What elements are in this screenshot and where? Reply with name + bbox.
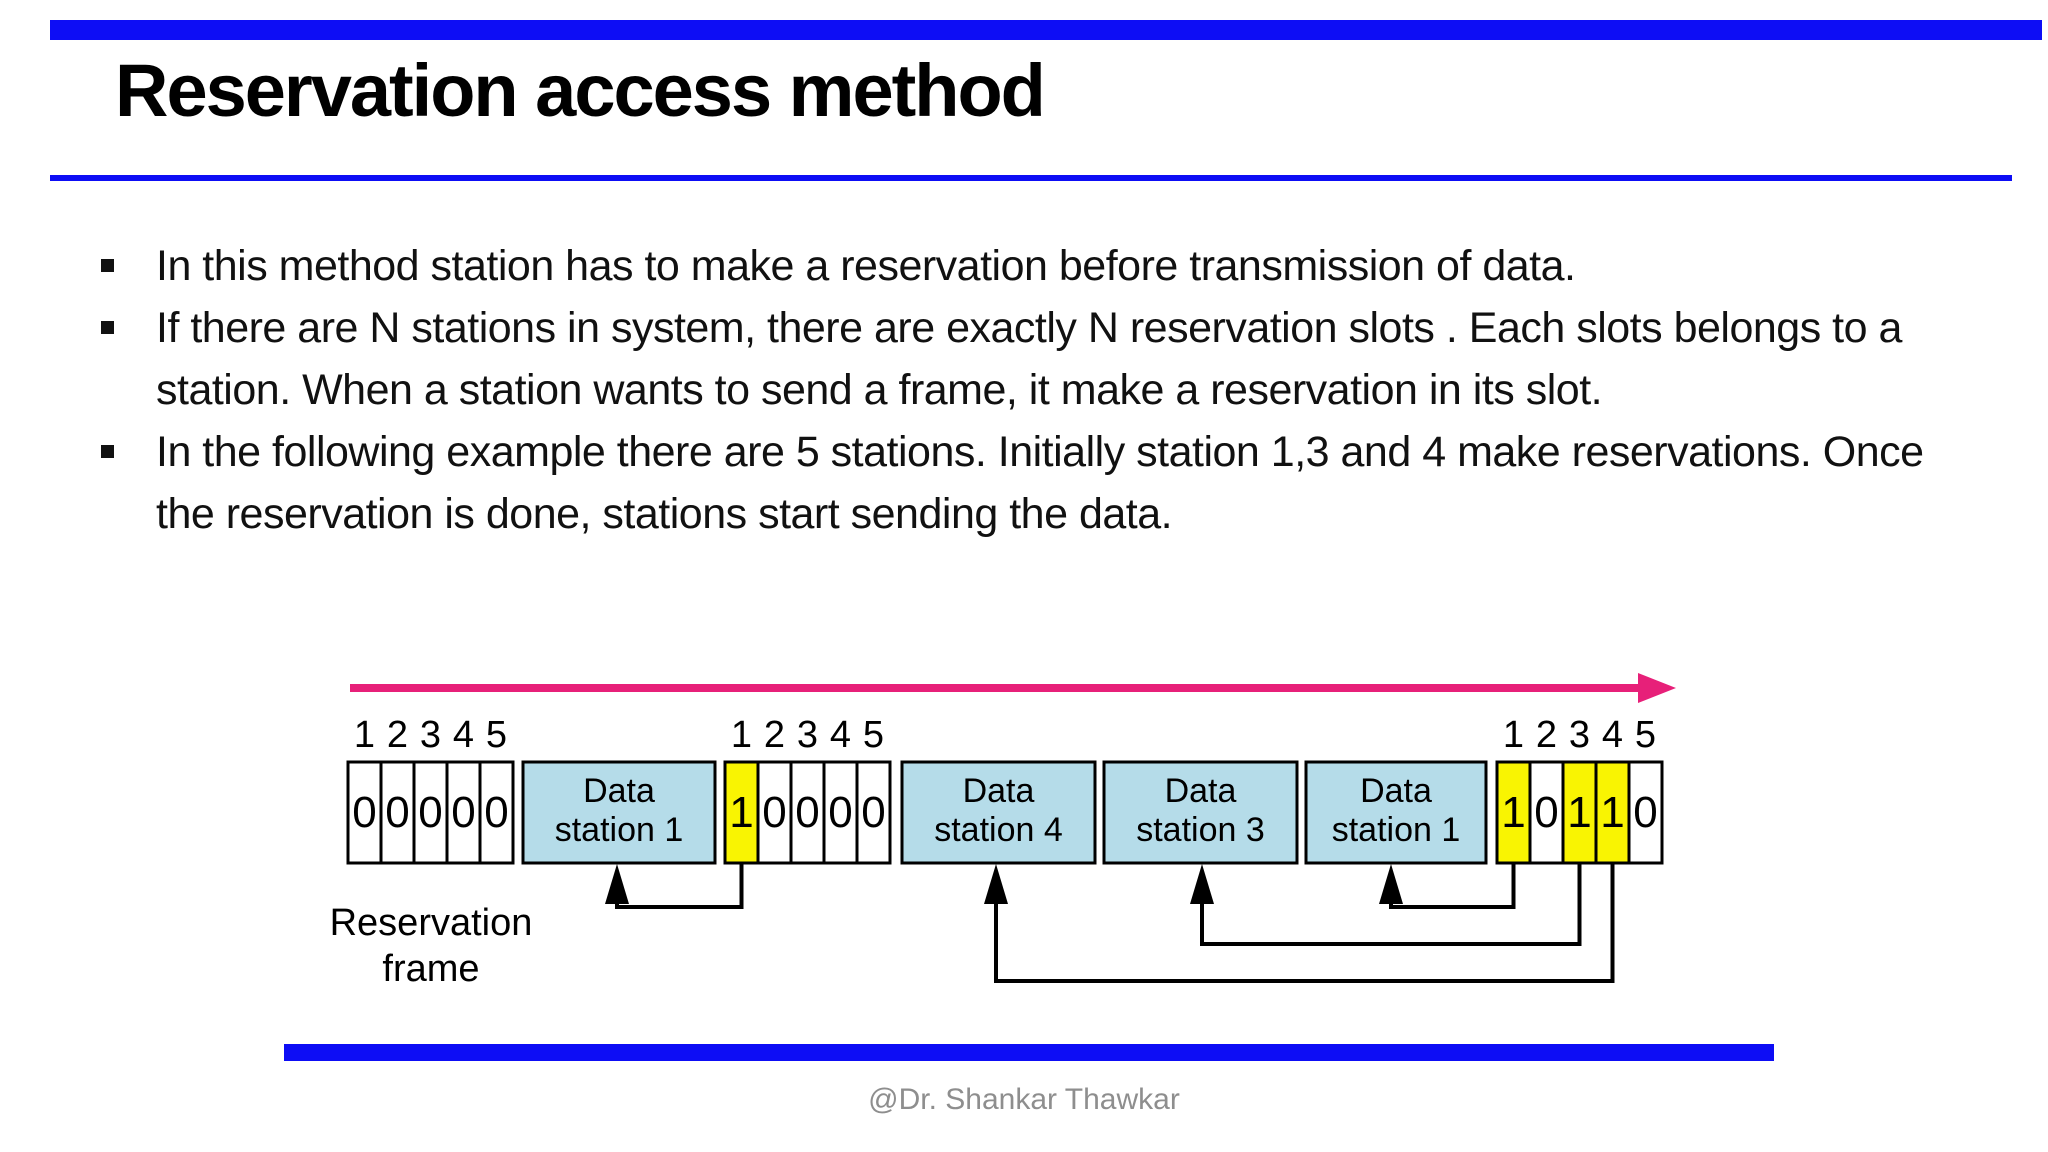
- slot-number-label: 1: [731, 714, 752, 756]
- slot-value: 0: [828, 788, 852, 837]
- bottom-accent-bar: [284, 1044, 1774, 1061]
- slot-number-label: 5: [863, 714, 884, 756]
- slot-number-label: 5: [1635, 714, 1656, 756]
- bullet-square-icon: [101, 445, 114, 458]
- bullet-list: In this method station has to make a res…: [99, 235, 1971, 545]
- data-station-label: station 1: [555, 811, 684, 849]
- slot-number-label: 4: [453, 714, 474, 756]
- bullet-item: In the following example there are 5 sta…: [99, 421, 1971, 545]
- slot-value: 0: [1633, 788, 1657, 837]
- connector-arrowhead-icon: [1379, 864, 1403, 904]
- reservation-slot-cell: [855, 760, 892, 865]
- slot-value: 0: [352, 788, 376, 837]
- slot-value: 1: [729, 788, 753, 837]
- slot-value: 0: [418, 788, 442, 837]
- slot-value: 0: [795, 788, 819, 837]
- bullet-item: If there are N stations in system, there…: [99, 297, 1971, 421]
- slot-number-label: 1: [1503, 714, 1524, 756]
- data-station-label: Data: [963, 772, 1035, 810]
- connector-line: [994, 863, 1615, 983]
- data-station-label: station 4: [934, 811, 1063, 849]
- connector-arrowhead-icon: [984, 864, 1008, 904]
- reservation-slot-cell: [1627, 760, 1664, 865]
- slot-number-label: 4: [830, 714, 851, 756]
- bullet-square-icon: [101, 321, 114, 334]
- slot-value: 1: [1600, 788, 1624, 837]
- slot-number-label: 3: [1569, 714, 1590, 756]
- connector-line: [615, 863, 744, 909]
- footer-credit: @Dr. Shankar Thawkar: [868, 1083, 1180, 1116]
- reservation-slot-cell: [1495, 760, 1532, 865]
- title-underline: [50, 175, 2012, 181]
- slot-number-label: 3: [420, 714, 441, 756]
- data-station-box: [1102, 760, 1299, 865]
- reservation-slot-cell: [1594, 760, 1631, 865]
- slot-value: 0: [1534, 788, 1558, 837]
- reservation-slot-cell: [412, 760, 449, 865]
- data-station-label: Data: [1360, 772, 1432, 810]
- slot-value: 1: [1567, 788, 1591, 837]
- slot-value: 0: [385, 788, 409, 837]
- slot-number-label: 5: [486, 714, 507, 756]
- connector-line: [1200, 863, 1582, 946]
- connector-arrowhead-icon: [1190, 864, 1214, 904]
- data-station-box: [900, 760, 1097, 865]
- page-title: Reservation access method: [115, 49, 1046, 132]
- slot-number-label: 2: [387, 714, 408, 756]
- bullet-text: In the following example there are 5 sta…: [156, 428, 1924, 538]
- reservation-frame-caption: frame: [382, 948, 479, 990]
- connector-arrowhead-icon: [605, 864, 629, 904]
- reservation-frame-caption: Reservation: [330, 902, 533, 944]
- reservation-access-diagram: 102030405011203040501120314150Datastatio…: [330, 673, 1676, 990]
- top-accent-bar: [50, 20, 2042, 40]
- slot-number-label: 3: [797, 714, 818, 756]
- connector-line: [1389, 863, 1516, 909]
- bullet-text: In this method station has to make a res…: [156, 242, 1576, 290]
- data-station-label: station 1: [1332, 811, 1461, 849]
- slot-value: 0: [484, 788, 508, 837]
- slot-value: 1: [1501, 788, 1525, 837]
- slot-number-label: 2: [1536, 714, 1557, 756]
- reservation-slot-cell: [478, 760, 515, 865]
- slot-number-label: 1: [354, 714, 375, 756]
- slot-number-label: 4: [1602, 714, 1623, 756]
- bullet-text: If there are N stations in system, there…: [156, 304, 1902, 414]
- bullet-square-icon: [101, 259, 114, 272]
- data-station-label: Data: [1165, 772, 1237, 810]
- timeline-arrowhead-icon: [1638, 673, 1676, 703]
- slot-value: 0: [762, 788, 786, 837]
- data-station-box: [521, 760, 717, 865]
- slot-number-label: 2: [764, 714, 785, 756]
- data-station-label: Data: [583, 772, 655, 810]
- slot-value: 0: [861, 788, 885, 837]
- bullet-item: In this method station has to make a res…: [99, 235, 1971, 297]
- slot-value: 0: [451, 788, 475, 837]
- data-station-label: station 3: [1136, 811, 1265, 849]
- data-station-box: [1304, 760, 1488, 865]
